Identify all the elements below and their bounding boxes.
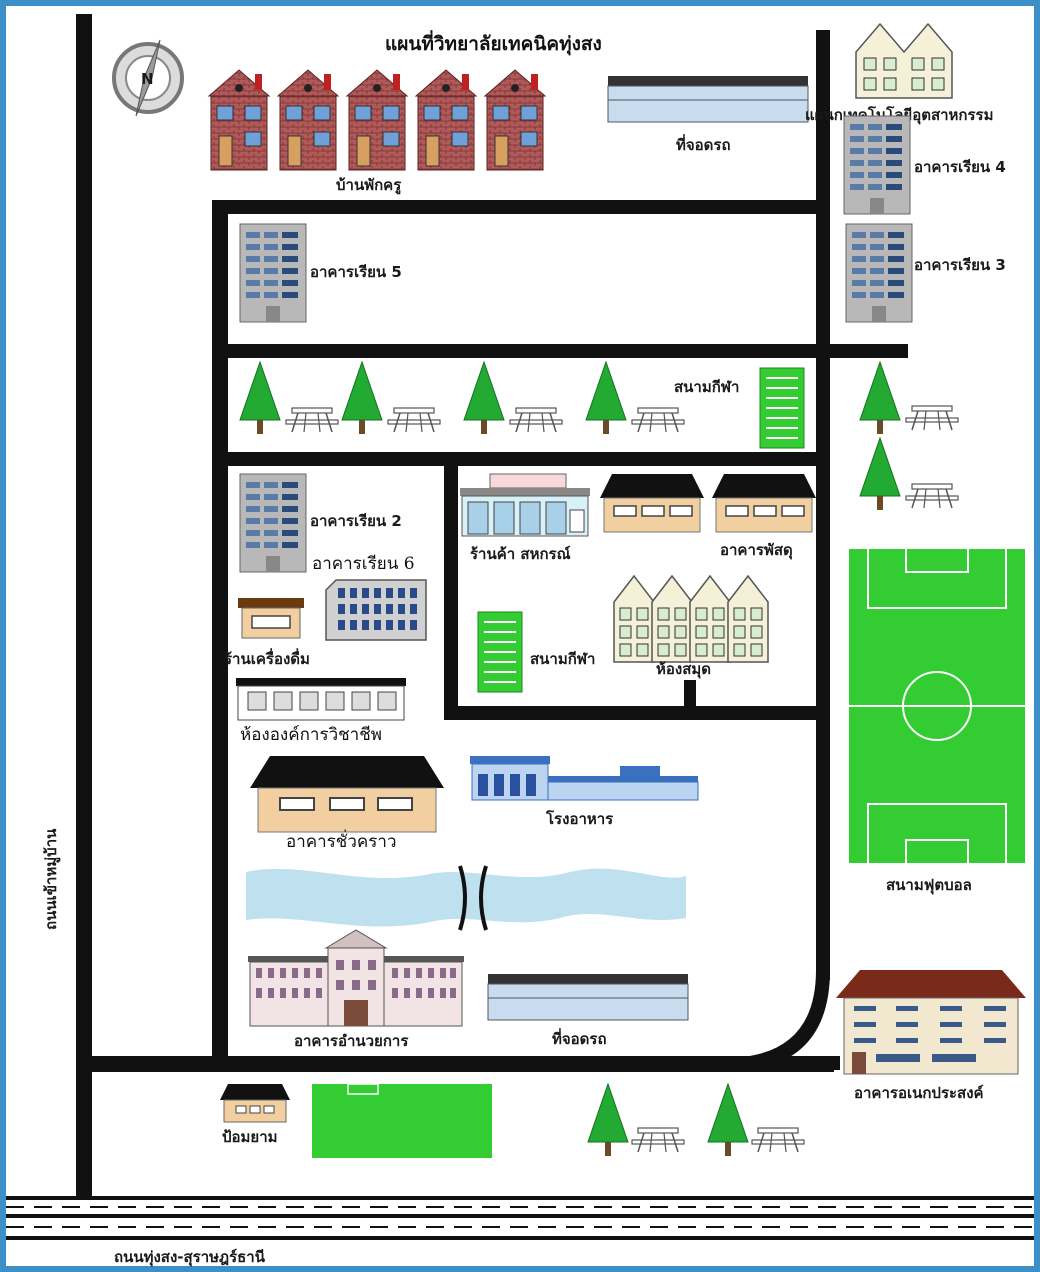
label-parking-bottom: ที่จอดรถ <box>552 1028 607 1048</box>
map-title: แผนที่วิทยาลัยเทคนิคทุ่งสง <box>385 30 602 56</box>
label-temporary-building: อาคารชั่วคราว <box>286 829 396 852</box>
building-3 <box>845 223 913 323</box>
highway <box>6 1196 1034 1240</box>
multipurpose-building <box>836 970 1026 1075</box>
label-bottom-road: ถนนทุ่งสง-สุราษฎร์ธานี <box>114 1248 266 1267</box>
label-teacher-houses: บ้านพักครู <box>336 176 402 195</box>
admin-building <box>248 929 464 1027</box>
vocational-org-room <box>236 678 406 721</box>
right-vertical-road <box>816 30 830 980</box>
lower-main-road-east <box>826 1056 840 1070</box>
canteen <box>470 756 699 801</box>
lower-main-road <box>84 1056 834 1072</box>
label-drinks-shop: ร้านเครื่องดื่ม <box>224 648 310 668</box>
drinks-shop <box>238 598 304 639</box>
road-curve <box>724 970 830 1072</box>
label-parking-top: ที่จอดรถ <box>676 134 731 154</box>
label-building-6: อาคารเรียน 6 <box>312 554 415 574</box>
sports-track-mid <box>477 611 523 693</box>
label-canteen: โรงอาหาร <box>545 809 614 828</box>
middle-road <box>212 344 908 358</box>
bridge <box>458 865 488 931</box>
compass-north-letter: N <box>141 70 154 88</box>
label-supply-building: อาคารพัสดุ <box>720 541 793 560</box>
compass-icon: N <box>112 39 184 117</box>
top-inner-road <box>212 200 826 214</box>
label-football-field: สนามฟุตบอล <box>886 876 972 895</box>
football-field <box>847 547 1027 865</box>
label-library: ห้องสมุด <box>656 660 711 679</box>
building-5 <box>239 223 307 323</box>
temporary-building <box>250 756 444 833</box>
coop-shop <box>460 473 590 537</box>
guard-post <box>220 1084 290 1123</box>
parking-bottom <box>487 973 689 1021</box>
label-sports-field-top: สนามกีฬา <box>674 378 739 396</box>
label-building-5: อาคารเรียน 5 <box>310 263 402 281</box>
label-multipurpose-building: อาคารอเนกประสงค์ <box>854 1084 984 1102</box>
label-sports-field-mid: สนามกีฬา <box>530 650 595 668</box>
label-left-road: ถนนเข้าหมู่บ้าน <box>42 828 61 930</box>
inner-block-top-road <box>444 460 458 720</box>
label-coop-shop: ร้านค้า สหกรณ์ <box>470 545 571 563</box>
label-guard-post: ป้อมยาม <box>222 1128 278 1146</box>
parking-top <box>607 75 809 123</box>
industrial-tech-dept-building <box>855 22 953 99</box>
sports-track-top <box>759 367 805 449</box>
supply-hut-1 <box>599 473 705 533</box>
label-building-3: อาคารเรียน 3 <box>914 256 1006 274</box>
left-main-road <box>76 14 92 1200</box>
label-building-2: อาคารเรียน 2 <box>310 512 402 530</box>
road-network <box>76 14 908 1200</box>
supply-hut-2 <box>711 473 817 533</box>
label-admin-building: อาคารอำนวยการ <box>294 1032 409 1050</box>
inner-block-bottom-road <box>444 706 824 720</box>
building-2 <box>239 473 307 573</box>
building-4 <box>843 115 911 215</box>
library-connector <box>684 680 696 712</box>
building-6 <box>325 579 427 641</box>
inner-left-road <box>212 200 228 1068</box>
label-vocational-org-room: ห้ององค์การวิชาชีพ <box>240 725 382 745</box>
label-building-4: อาคารเรียน 4 <box>914 158 1006 176</box>
small-football-field <box>312 1083 492 1158</box>
sports-row-lower-road <box>212 452 830 466</box>
